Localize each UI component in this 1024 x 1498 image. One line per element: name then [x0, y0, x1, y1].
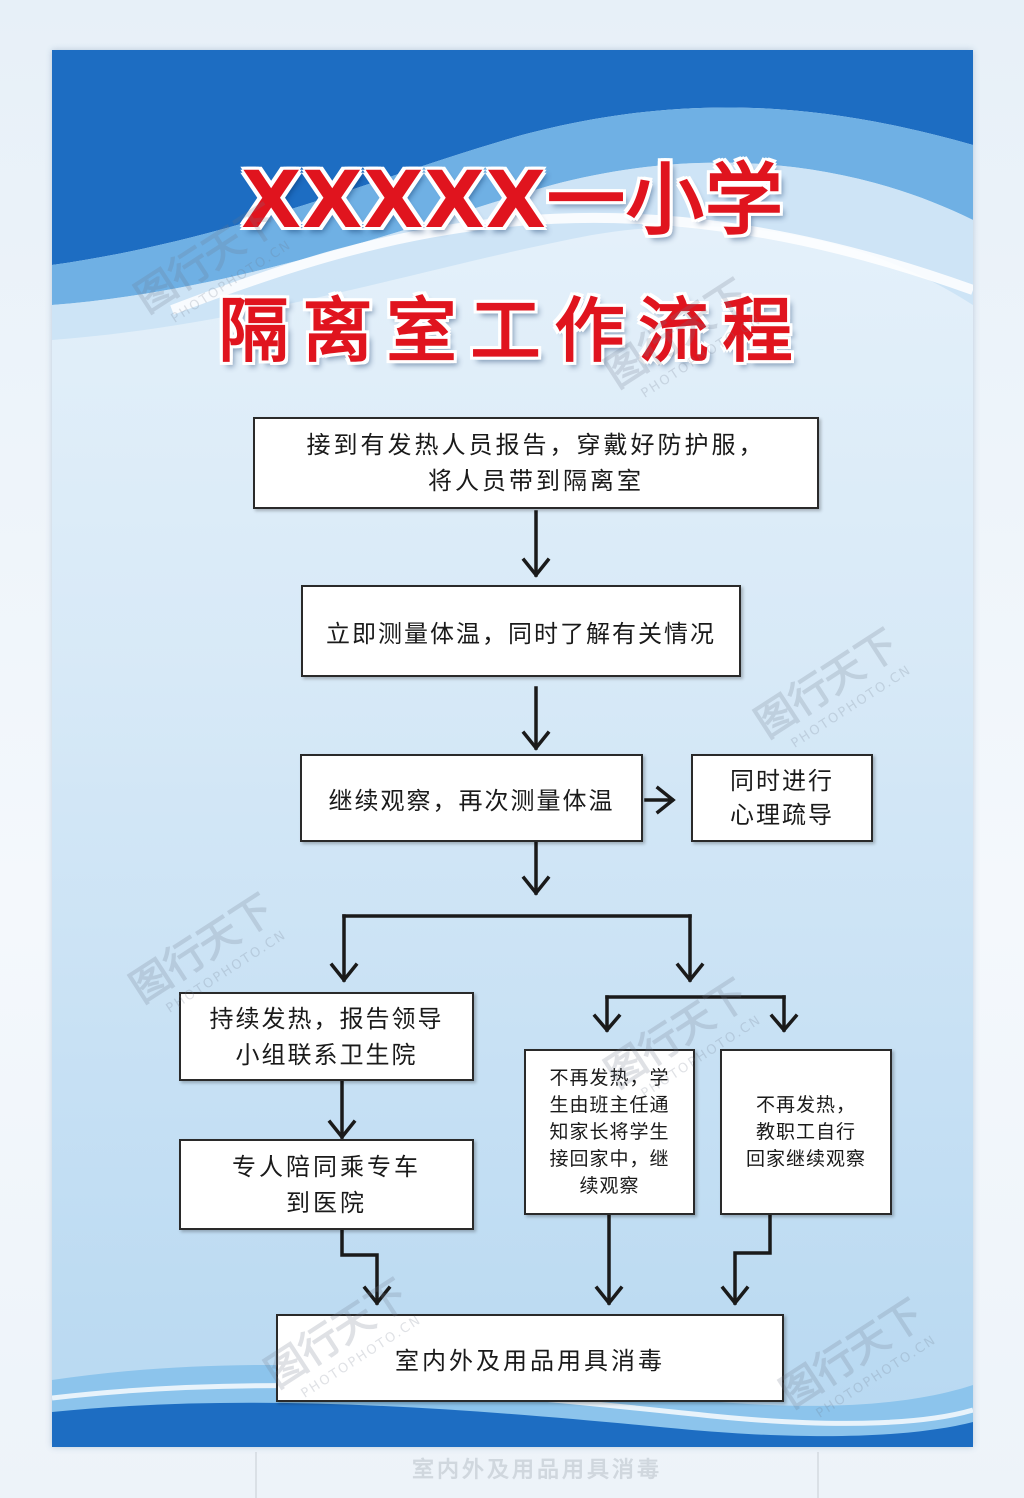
- step-measure-temperature: 立即测量体温，同时了解有关情况: [301, 585, 741, 677]
- poster: XXXXX一小学 隔离室工作流程: [52, 50, 973, 1447]
- flow-arrows: [327, 510, 799, 1306]
- step-receive-report: 接到有发热人员报告，穿戴好防护服， 将人员带到隔离室: [253, 417, 819, 509]
- top-wave-light: [52, 162, 973, 340]
- step-disinfect: 室内外及用品用具消毒: [276, 1314, 784, 1402]
- step-student-no-fever: 不再发热，学 生由班主任通 知家长将学生 接回家中，继 续观察: [524, 1049, 695, 1215]
- step-continue-observe: 继续观察，再次测量体温: [300, 754, 643, 842]
- step-staff-no-fever: 不再发热， 教职工自行 回家继续观察: [720, 1049, 892, 1215]
- step-fever-persists: 持续发热，报告领导 小组联系卫生院: [179, 992, 474, 1081]
- bottom-wave-stripe: [52, 1383, 973, 1426]
- top-wave-stripe: [170, 212, 973, 315]
- step-psych-counseling: 同时进行 心理疏导: [691, 754, 873, 842]
- page-title: 隔离室工作流程: [218, 290, 807, 372]
- bottom-wave-dark: [52, 1402, 973, 1447]
- step-escort-hospital: 专人陪同乘专车 到医院: [179, 1139, 474, 1230]
- top-wave-mid: [52, 107, 973, 306]
- background-waves: [52, 50, 973, 1447]
- arrow-escort-to-disinfect: [340, 1228, 379, 1305]
- top-wave-dark: [52, 50, 973, 265]
- poster-reflection: 室内外及用品用具消毒: [255, 1452, 819, 1498]
- arrow-staff-to-disinfect: [733, 1213, 772, 1305]
- school-name: XXXXX一小学: [241, 156, 784, 246]
